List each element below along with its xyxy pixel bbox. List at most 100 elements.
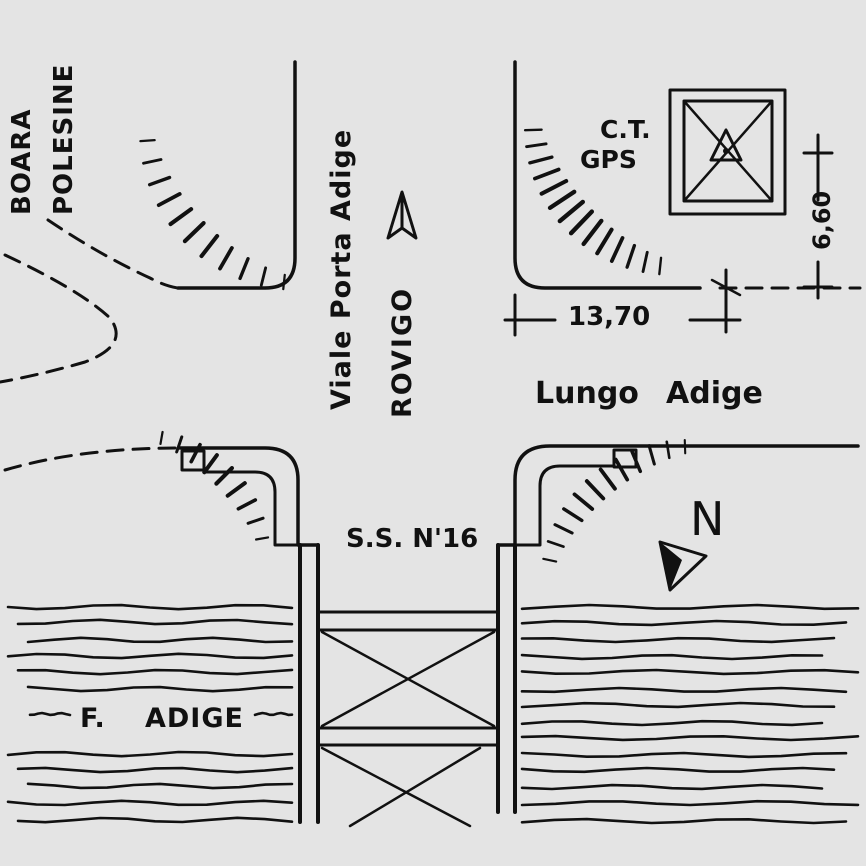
hachure-stroke [665, 440, 671, 460]
road-curb-top-left [176, 60, 297, 290]
river-line [26, 636, 294, 644]
label-rovigo: ROVIGO [387, 287, 418, 418]
label-viale-porta-adige: Viale Porta Adige [326, 129, 357, 410]
river-line [16, 766, 294, 774]
hachure-stroke [562, 507, 584, 523]
hachure-stroke [259, 266, 268, 287]
hachure-stroke [613, 457, 630, 482]
river-line [16, 816, 294, 824]
hachure-stroke [546, 540, 565, 548]
river-line [6, 652, 294, 660]
hachure-stroke [214, 465, 235, 486]
hachure-stroke [584, 479, 606, 501]
label-boara: BOARA [7, 109, 37, 216]
hachure-stroke [539, 178, 569, 196]
hachure-stroke [647, 444, 656, 466]
road-curb-bottom-left [178, 446, 320, 547]
river-line [6, 603, 294, 611]
embankment-hachures-top-left [139, 139, 286, 291]
curb-marker-left [180, 449, 206, 472]
river-line [520, 734, 860, 742]
hachure-stroke [598, 467, 617, 491]
hachure-stroke [568, 209, 595, 236]
hachure-stroke [238, 257, 250, 281]
dashed-boundary-lines [0, 218, 862, 472]
label-river-f: F. [80, 703, 105, 734]
hachure-stroke [547, 189, 577, 211]
river-line [520, 701, 836, 709]
river-line [16, 618, 294, 626]
direction-arrow-icon [386, 190, 418, 240]
hachure-stroke [168, 207, 194, 227]
river-line [6, 799, 294, 807]
hachure-stroke [189, 442, 202, 464]
hachure-stroke [159, 430, 164, 446]
hachure-stroke [542, 557, 558, 563]
hachure-stroke [218, 246, 234, 271]
river-line [520, 619, 848, 627]
river-line [520, 783, 824, 791]
hachure-stroke [225, 481, 247, 498]
label-ct: C.T. [600, 115, 651, 144]
river-line [520, 686, 848, 694]
hachure-stroke [609, 236, 625, 263]
river-line [520, 636, 836, 644]
hachure-stroke [236, 498, 258, 511]
hachure-stroke [254, 536, 270, 541]
road-curb-top-right [513, 60, 702, 290]
hachure-stroke [557, 199, 585, 224]
hachure-stroke [156, 192, 182, 208]
bridge [298, 543, 517, 828]
hachure-stroke [282, 273, 286, 291]
river-line [520, 817, 848, 825]
label-polesine: POLESINE [49, 64, 79, 215]
hachure-stroke [246, 516, 265, 525]
hachure-stroke [523, 128, 543, 132]
hachure-stroke [175, 435, 184, 454]
river-line [520, 653, 824, 661]
embankment-hachures-bottom-left [159, 430, 270, 541]
river-line [520, 766, 836, 774]
embankment-hachures-top-right [523, 128, 663, 276]
river-line [520, 668, 860, 676]
hachure-stroke [533, 167, 561, 181]
river-line [520, 799, 860, 807]
river-line [28, 711, 72, 717]
label-north: N [690, 492, 724, 546]
river-line [6, 750, 294, 758]
dimension-line-vertical [802, 133, 834, 300]
label-lungo: Lungo [535, 376, 639, 411]
label-dimension-vertical: 6,60 [808, 191, 836, 250]
river-line [253, 711, 294, 717]
road-curb-bottom-right [496, 444, 860, 547]
hachure-stroke [525, 142, 548, 149]
label-ss16: S.S. N'16 [346, 524, 478, 554]
hachure-stroke [581, 218, 604, 247]
river-line [520, 603, 860, 611]
hachure-stroke [139, 139, 156, 143]
river-line [520, 751, 848, 759]
hachure-stroke [199, 234, 220, 259]
river-water-lines [6, 603, 860, 825]
river-line [16, 668, 294, 676]
hachure-stroke [147, 175, 172, 187]
hachure-stroke [202, 453, 219, 475]
hachure-stroke [528, 155, 554, 165]
hachure-stroke [625, 243, 637, 269]
hachure-stroke [142, 158, 163, 165]
label-gps: GPS [580, 145, 637, 174]
label-dimension-horizontal: 13,70 [568, 302, 650, 332]
hachure-stroke [630, 449, 643, 474]
label-adige-street: Adige [666, 376, 763, 411]
hachure-stroke [595, 227, 614, 256]
hachure-stroke [182, 221, 206, 244]
hachure-stroke [553, 523, 574, 535]
hachure-stroke [641, 250, 649, 273]
north-arrow-icon [658, 540, 708, 592]
river-line [26, 782, 294, 790]
embankment-hachures-bottom-right [542, 439, 687, 563]
river-line [520, 719, 824, 727]
dimension-line-horizontal [503, 268, 742, 337]
